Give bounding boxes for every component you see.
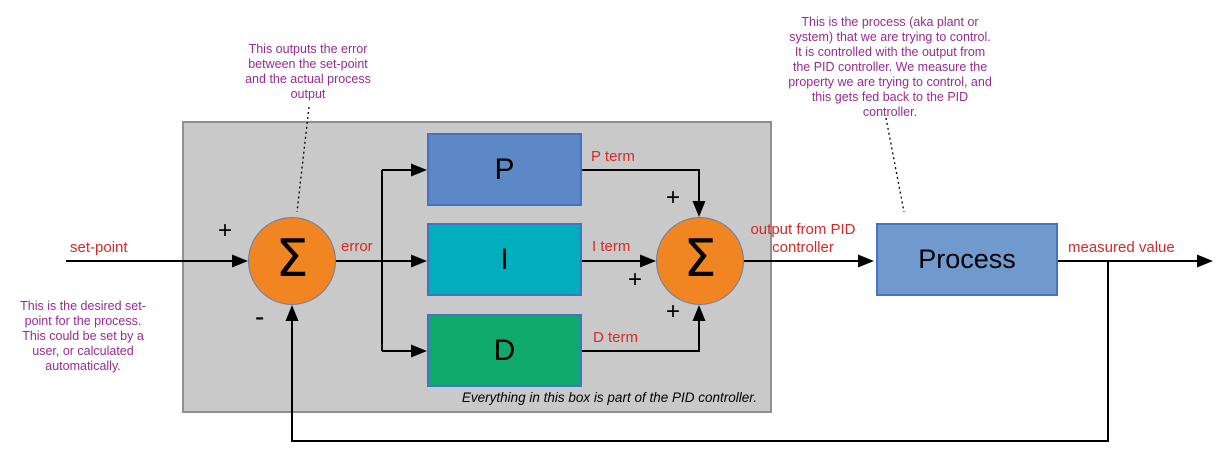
annotation-leader-lines	[296, 106, 905, 213]
i-block: I	[427, 223, 582, 296]
setpoint-label: set-point	[70, 239, 128, 256]
output-sum-junction: Σ	[656, 217, 744, 305]
plus-sign-setpoint: +	[218, 217, 233, 244]
plus-sign-p-term: +	[666, 184, 681, 211]
error-label: error	[341, 238, 373, 255]
sigma-icon: Σ	[683, 229, 717, 289]
minus-sign-feedback: -	[255, 301, 265, 332]
plus-sign-i-term: +	[628, 266, 643, 293]
measured-value-label: measured value	[1068, 239, 1175, 256]
d-block-label: D	[493, 333, 516, 367]
arrowheads	[232, 163, 1213, 358]
process-block-label: Process	[918, 244, 1016, 274]
i-block-label: I	[500, 242, 509, 276]
d-term-label: D term	[593, 329, 638, 346]
p-block-label: P	[494, 152, 515, 186]
error-annotation: This outputs the error between the set-p…	[245, 42, 371, 101]
error-sum-junction: Σ	[248, 217, 336, 305]
p-term-label: P term	[591, 148, 635, 165]
plus-sign-d-term: +	[666, 298, 681, 325]
setpoint-annotation: This is the desired set- point for the p…	[20, 299, 146, 373]
sigma-icon: Σ	[275, 229, 309, 289]
d-block: D	[427, 314, 582, 387]
p-block: P	[427, 133, 582, 206]
i-term-label: I term	[592, 238, 631, 255]
pid-box-caption: Everything in this box is part of the PI…	[461, 390, 757, 405]
pid-output-label: output from PID controller	[750, 221, 856, 256]
process-block: Process	[876, 223, 1058, 296]
process-annotation: This is the process (aka plant or system…	[788, 15, 992, 119]
